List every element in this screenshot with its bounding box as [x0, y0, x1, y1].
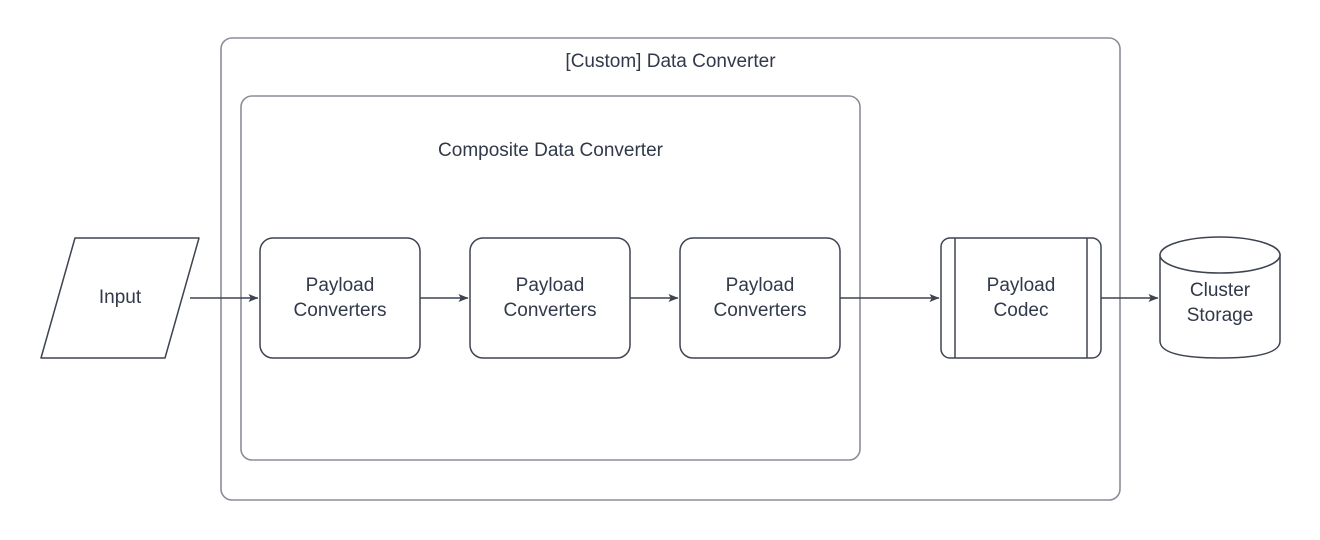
node-payload-converters-3-shape[interactable] — [679, 237, 841, 359]
node-input-outline[interactable] — [40, 237, 200, 359]
container-title-composite-data-converter: Composite Data Converter — [438, 140, 663, 161]
node-payload-codec-shape[interactable] — [940, 237, 1102, 359]
container-title-custom-data-converter: [Custom] Data Converter — [565, 51, 776, 72]
node-cluster-storage-shape[interactable] — [1159, 236, 1281, 359]
node-payload-converters-2-shape[interactable] — [469, 237, 631, 359]
node-payload-converters-1-shape[interactable] — [259, 237, 421, 359]
